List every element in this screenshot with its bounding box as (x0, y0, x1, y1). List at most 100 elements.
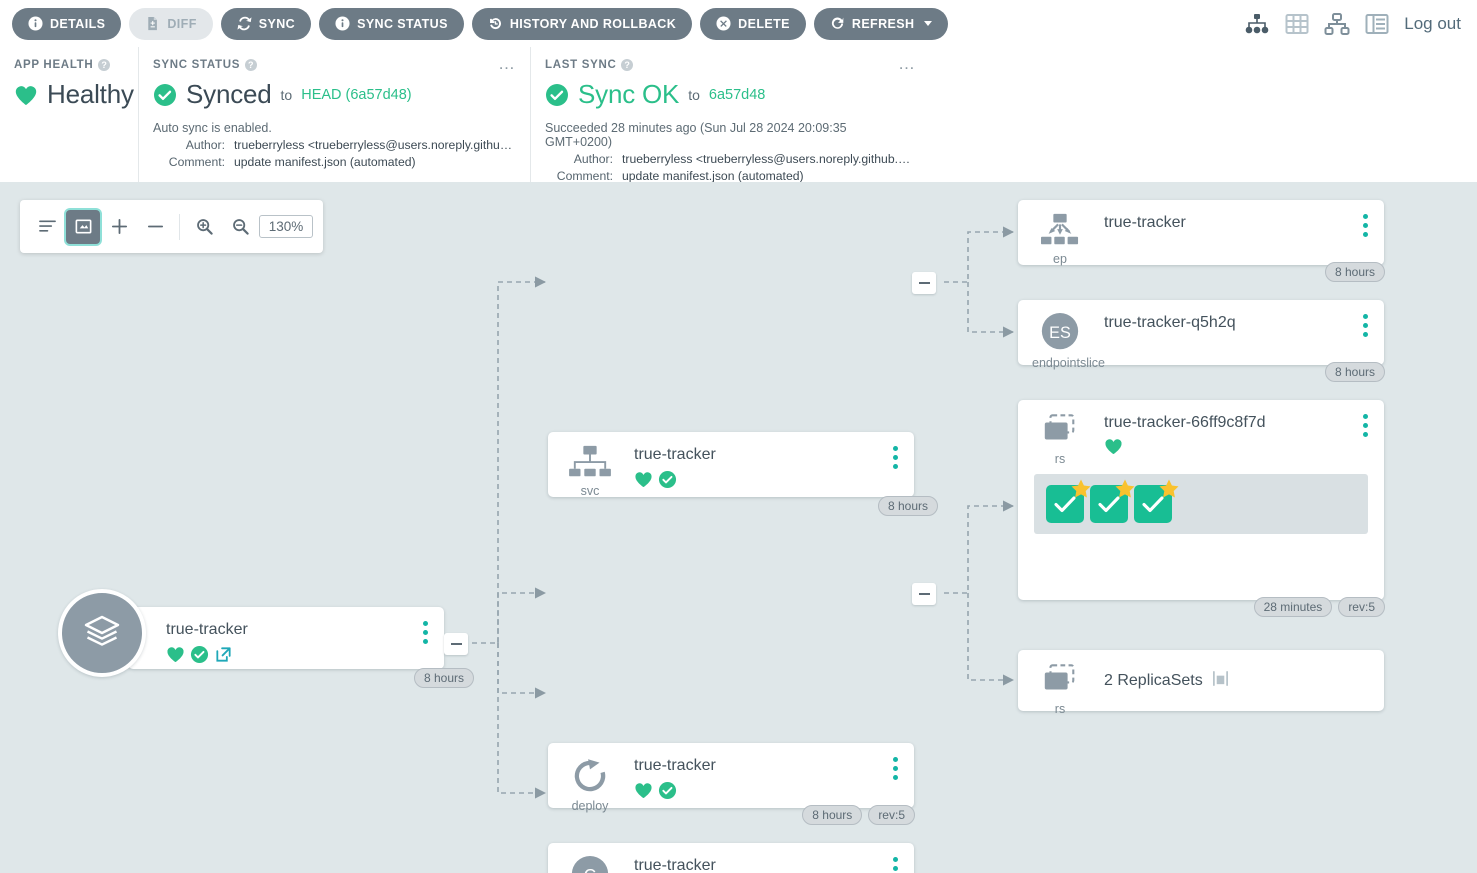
node-title: true-tracker (1104, 214, 1186, 231)
heart-icon (634, 471, 653, 488)
zoom-out-icon[interactable] (223, 210, 257, 244)
minus-icon[interactable] (138, 210, 172, 244)
comment-label: Comment: (556, 169, 613, 183)
node-tags: 28 minutes rev:5 (1253, 597, 1385, 617)
refresh-label: REFRESH (851, 16, 915, 31)
node-menu-button[interactable] (888, 446, 902, 473)
node-menu-button[interactable] (1358, 214, 1372, 241)
endpoints-arrows-icon: ep (1032, 212, 1088, 266)
info-icon (28, 16, 43, 31)
details-button[interactable]: DETAILS (12, 7, 122, 40)
refresh-icon (830, 16, 845, 31)
last-sync-note: Succeeded 28 minutes ago (Sun Jul 28 202… (545, 121, 847, 149)
node-application[interactable]: true-tracker 8 hours (58, 589, 474, 688)
check-circle-icon (658, 781, 677, 800)
help-icon[interactable]: ? (245, 59, 258, 71)
node-endpoints[interactable]: ep true-tracker 8 hours (1018, 200, 1385, 282)
node-menu-button[interactable] (1358, 314, 1372, 341)
service-sitemap-icon: svc (562, 444, 618, 498)
node-status-badges (1104, 438, 1123, 455)
node-kind: ep (1053, 252, 1067, 266)
status-header: APP HEALTH ? Healthy … SYNC STATUS ? Syn… (0, 47, 1477, 183)
app-health-panel: APP HEALTH ? Healthy (0, 47, 138, 182)
node-menu-button[interactable] (1358, 414, 1372, 441)
collapse-deploy-children-button[interactable] (912, 583, 936, 605)
revision-badge: rev:5 (868, 805, 915, 825)
last-sync-menu-icon[interactable]: … (898, 54, 916, 73)
resource-graph-canvas[interactable]: 130% true-tracker 8 hours svc true-track… (0, 182, 1477, 873)
node-service[interactable]: svc true-tracker 8 hours (548, 432, 938, 516)
pod-tile[interactable] (1090, 479, 1135, 523)
node-menu-button[interactable] (888, 757, 902, 784)
sync-status-label: SYNC STATUS (357, 16, 448, 31)
sync-status-to-word: to (280, 86, 293, 103)
node-title: true-tracker-66ff9c8f7d (1104, 414, 1266, 431)
fit-to-screen-icon[interactable] (66, 209, 100, 244)
node-certificate[interactable]: C certificate true-tracker 8 hours (548, 843, 914, 873)
sync-arrows-icon (237, 16, 252, 31)
sync-status-button[interactable]: SYNC STATUS (319, 7, 464, 40)
age-badge: 8 hours (802, 805, 863, 825)
pod-group (1034, 474, 1368, 534)
sync-button[interactable]: SYNC (220, 7, 312, 40)
network-view-icon[interactable] (1324, 11, 1350, 37)
chevron-down-icon (924, 21, 933, 26)
refresh-button[interactable]: REFRESH (813, 7, 949, 40)
tiles-view-icon[interactable] (1284, 11, 1310, 37)
list-view-icon[interactable] (1364, 11, 1390, 37)
node-tags: 8 hours (1324, 362, 1385, 382)
delete-button[interactable]: DELETE (700, 7, 806, 40)
node-replicaset-group[interactable]: rs 2 ReplicaSets (1018, 650, 1384, 716)
node-group-row: 2 ReplicaSets (1104, 670, 1230, 692)
sync-status-comment-row: Comment: update manifest.json (automated… (153, 155, 514, 169)
last-sync-revision-link[interactable]: 6a57d48 (708, 86, 766, 103)
help-icon[interactable]: ? (98, 59, 111, 71)
author-label: Author: (573, 152, 613, 166)
list-lines-icon[interactable] (30, 210, 64, 244)
node-replicaset[interactable]: rs true-tracker-66ff9c8f7d 28 minutes re… (1018, 400, 1385, 617)
pod-tile[interactable] (1134, 479, 1179, 523)
check-icon (1054, 495, 1076, 518)
logout-link[interactable]: Log out (1404, 13, 1461, 33)
last-sync-comment-row: Comment: update manifest.json (automated… (545, 169, 914, 183)
toolbar-buttons: DETAILS DIFF SYNC SYNC STATUS HISTORY AN (0, 7, 949, 40)
sync-status-value: Synced (186, 79, 272, 109)
last-sync-author-row: Author: trueberryless <trueberryless@use… (545, 152, 914, 166)
zoom-in-icon[interactable] (187, 210, 221, 244)
node-kind: deploy (571, 799, 609, 813)
author-value: trueberryless <trueberryless@users.norep… (234, 138, 514, 152)
collapse-svc-children-button[interactable] (912, 272, 936, 294)
expand-group-icon[interactable] (1211, 670, 1230, 692)
pod-tile[interactable] (1046, 479, 1091, 523)
node-kind: rs (1054, 702, 1066, 716)
tree-view-icon[interactable] (1244, 11, 1270, 37)
sync-status-author-row: Author: trueberryless <trueberryless@use… (153, 138, 514, 152)
collapse-app-children-button[interactable] (444, 633, 468, 655)
graph-zoom-toolbar: 130% (20, 200, 323, 253)
diff-button[interactable]: DIFF (129, 7, 213, 40)
node-menu-button[interactable] (418, 621, 432, 648)
sync-status-menu-icon[interactable]: … (498, 54, 516, 73)
last-sync-value: Sync OK (578, 79, 680, 109)
node-kind: endpointslice (1032, 356, 1105, 370)
info-icon (335, 16, 350, 31)
node-title: true-tracker (166, 621, 248, 638)
node-menu-button[interactable] (888, 857, 902, 873)
node-status-badges (634, 781, 677, 800)
external-link-icon[interactable] (214, 645, 233, 664)
node-deployment[interactable]: deploy true-tracker 8 hours rev:5 (548, 743, 915, 825)
node-tags: 8 hours (413, 668, 474, 688)
sync-status-revision-link[interactable]: HEAD (6a57d48) (301, 86, 412, 103)
top-toolbar: DETAILS DIFF SYNC SYNC STATUS HISTORY AN (0, 0, 1477, 48)
history-rollback-button[interactable]: HISTORY AND ROLLBACK (471, 7, 693, 40)
help-icon[interactable]: ? (621, 59, 634, 71)
check-circle-icon (190, 645, 209, 664)
node-status-badges (166, 645, 233, 664)
node-endpointslice[interactable]: ES endpointslice true-tracker-q5h2q 8 ho… (1018, 300, 1385, 382)
plus-icon[interactable] (102, 210, 136, 244)
age-badge: 8 hours (413, 668, 474, 688)
check-icon (1142, 495, 1164, 518)
node-title: true-tracker (634, 446, 716, 463)
svg-text:ES: ES (1049, 324, 1071, 342)
zoom-level-input[interactable]: 130% (259, 215, 313, 238)
